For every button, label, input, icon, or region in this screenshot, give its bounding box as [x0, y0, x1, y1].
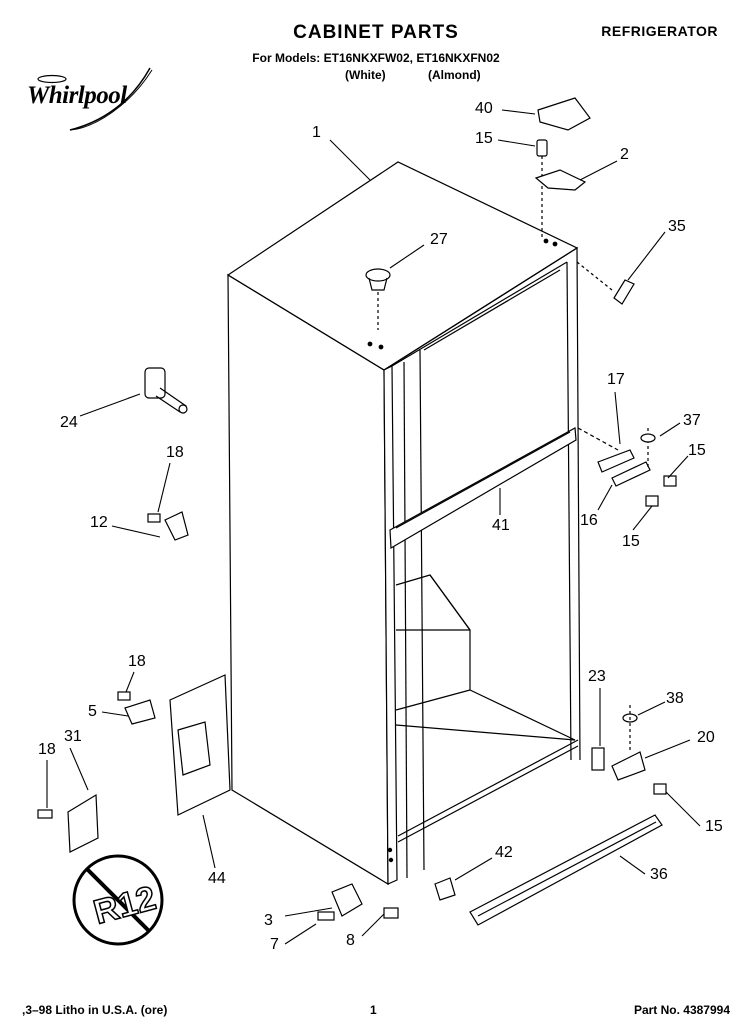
callout-7: 7 — [270, 936, 279, 953]
part-2-top-hinge — [534, 169, 587, 191]
part-12-bracket — [147, 511, 189, 541]
callout-8: 8 — [346, 932, 355, 949]
callout-35: 35 — [668, 218, 686, 235]
part-24-hinge-pin — [144, 367, 188, 414]
part-31-cover — [67, 793, 99, 853]
part-35-clip — [613, 279, 635, 305]
callout-12: 12 — [90, 514, 108, 531]
callout-36: 36 — [650, 866, 668, 883]
callout-15: 15 — [475, 130, 493, 147]
part-42-clip — [434, 877, 456, 901]
callout-42: 42 — [495, 844, 513, 861]
callout-3: 3 — [264, 912, 273, 929]
page-title: CABINET PARTS — [293, 22, 459, 43]
callout-18: 18 — [166, 444, 184, 461]
brand-swoosh-icon — [37, 67, 153, 131]
color-almond-label: (Almond) — [428, 68, 481, 82]
part-15-screw-top — [536, 139, 548, 240]
callout-20: 20 — [697, 729, 715, 746]
category-label: REFRIGERATOR — [601, 23, 718, 39]
part-number: Part No. 4387994 — [633, 1003, 730, 1017]
callout-27: 27 — [430, 231, 448, 248]
part-40-hinge-cover — [537, 97, 591, 131]
callout-17: 17 — [607, 371, 625, 388]
footer-litho: ,3–98 Litho in U.S.A. (ore) — [22, 1003, 168, 1017]
callout-5: 5 — [88, 703, 97, 720]
part-3-7-8-leveler — [317, 883, 399, 921]
models-line: For Models: ET16NKXFW02, ET16NKXFN02 — [252, 51, 500, 65]
callout-41: 41 — [492, 517, 510, 534]
brand-logo: Whirlpool — [27, 82, 127, 109]
callout-2: 2 — [620, 146, 629, 163]
callout-24: 24 — [60, 414, 78, 431]
color-white-label: (White) — [345, 68, 386, 82]
part-17-16-center-hinge — [577, 427, 656, 487]
callout-44: 44 — [208, 870, 226, 887]
callout-23: 23 — [588, 668, 606, 685]
callout-38: 38 — [666, 690, 684, 707]
part-15-screw — [663, 475, 677, 487]
callout-16: 16 — [580, 512, 598, 529]
callout-31: 31 — [64, 728, 82, 745]
callout-1: 1 — [312, 124, 321, 141]
callout-15: 15 — [622, 533, 640, 550]
cabinet-body — [226, 161, 581, 886]
callout-15: 15 — [688, 442, 706, 459]
part-36-grille — [469, 814, 663, 926]
r12-refrigerant-badge — [72, 854, 164, 946]
leader-lines — [46, 109, 701, 945]
callout-18: 18 — [128, 653, 146, 670]
part-23-20-bottom-hinge — [591, 705, 667, 795]
page-number: 1 — [370, 1003, 377, 1017]
callout-40: 40 — [475, 100, 493, 117]
callout-18: 18 — [38, 741, 56, 758]
r12-badge-text: R12 — [90, 879, 160, 932]
callout-15: 15 — [705, 818, 723, 835]
part-5-hinge-bracket — [117, 691, 156, 725]
part-44-side-panel — [169, 674, 231, 816]
part-15-screw — [645, 495, 659, 507]
part-27-plug — [365, 268, 391, 330]
callout-37: 37 — [683, 412, 701, 429]
